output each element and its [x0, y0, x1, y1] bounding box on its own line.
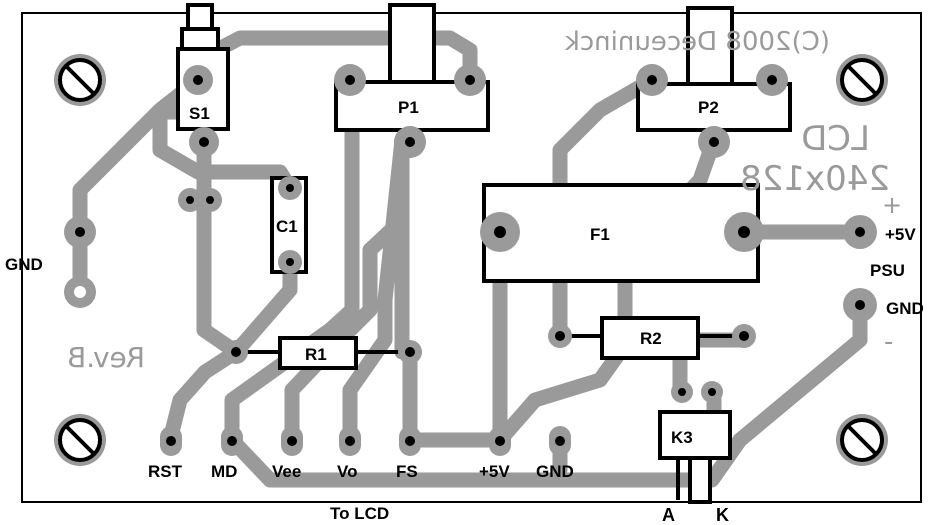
label-p1: P1	[398, 98, 419, 117]
label-s1: S1	[189, 104, 210, 123]
label-psu: PSU	[870, 261, 905, 280]
label-r2: R2	[640, 329, 662, 348]
pin-label-md: MD	[211, 462, 237, 481]
fuse-f1	[482, 183, 760, 283]
resistor-r2	[560, 316, 744, 360]
pin-label-vo: Vo	[337, 462, 357, 481]
mirrored-copper-text: (C)2008 Deceuninck LCD 240x128 Rev.B + -	[67, 27, 902, 374]
pin-label-gnd: GND	[536, 462, 574, 481]
mounting-hole-bottom-left	[54, 414, 106, 466]
pin-label-rst: RST	[148, 462, 183, 481]
minus-sign: -	[884, 327, 893, 357]
led-k3	[658, 410, 732, 504]
copyright-text: (C)2008 Deceuninck	[565, 27, 830, 57]
mounting-hole-bottom-right	[836, 414, 888, 466]
label-cathode: K	[716, 505, 729, 525]
label-psu-gnd: GND	[886, 299, 924, 318]
label-anode: A	[662, 505, 675, 525]
mounting-hole-top-right	[836, 54, 888, 106]
pin-label-vee: Vee	[272, 462, 301, 481]
label-p2: P2	[698, 98, 719, 117]
switch-s1	[176, 3, 230, 131]
label-k3: K3	[671, 428, 693, 447]
label-c1: C1	[276, 217, 298, 236]
lcd-size-text: 240x128	[740, 159, 890, 199]
pads	[64, 64, 877, 456]
mounting-holes	[54, 54, 888, 466]
plus-sign: +	[882, 191, 902, 219]
label-to-lcd: To LCD	[330, 504, 389, 523]
label-gnd-left: GND	[5, 255, 43, 274]
silkscreen-labels: S1 P1 P2 C1 F1 R1 R2 K3 GND +5V PSU GND …	[5, 98, 924, 525]
pin-label-fs: FS	[396, 462, 418, 481]
label-r1: R1	[305, 345, 327, 364]
revision-text: Rev.B	[67, 341, 145, 374]
label-psu-plus5v: +5V	[885, 225, 916, 244]
lcd-text: LCD	[801, 119, 870, 159]
label-f1: F1	[590, 225, 610, 244]
mounting-hole-top-left	[54, 54, 106, 106]
pin-label-5v: +5V	[479, 462, 510, 481]
